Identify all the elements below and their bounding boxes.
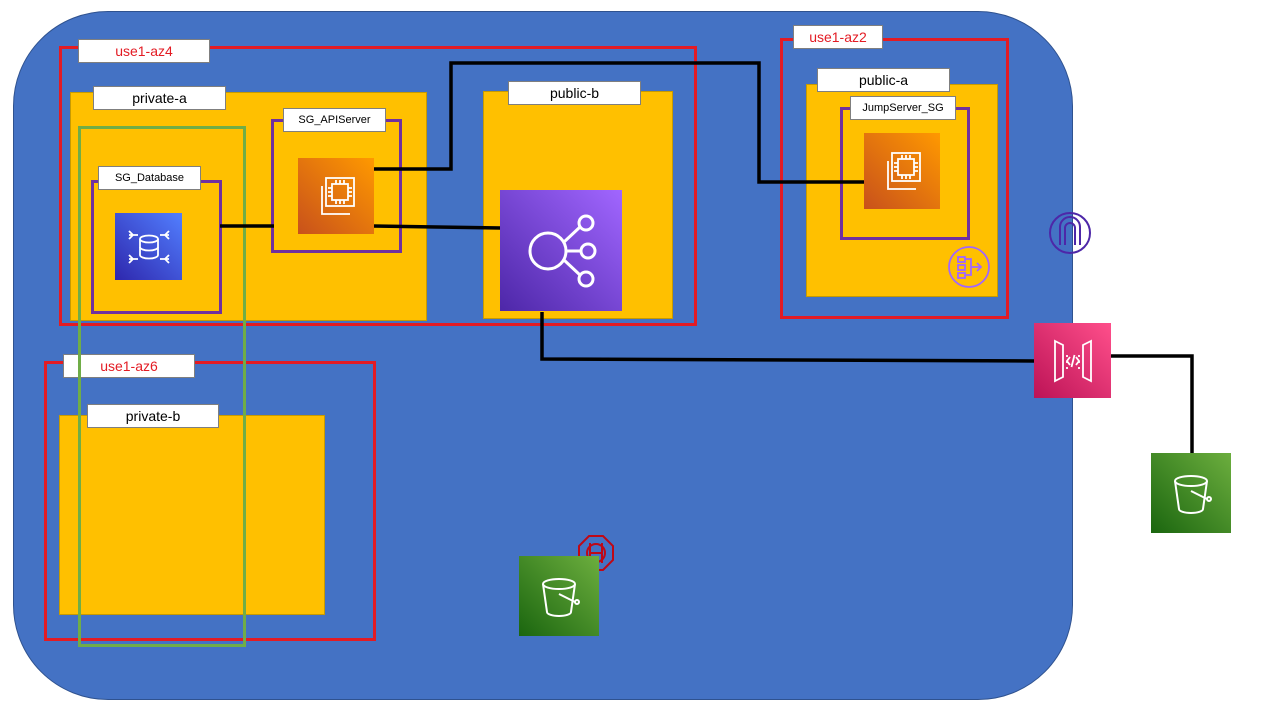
s3-bucket-icon xyxy=(519,556,599,636)
az-use1-az2 xyxy=(780,38,1009,319)
sg-label-jump-server: JumpServer_SG xyxy=(850,96,956,120)
az-label-az2: use1-az2 xyxy=(793,25,883,49)
load-balancer-icon xyxy=(500,190,622,311)
rds-database-icon xyxy=(115,213,182,280)
ec2-instance-icon xyxy=(298,158,374,234)
ec2-instance-icon xyxy=(864,133,940,209)
subnet-private-b xyxy=(59,415,325,615)
sg-label-database: SG_Database xyxy=(98,166,201,190)
wire-elb-to-apigw xyxy=(540,312,1037,363)
wire-api-to-elb xyxy=(371,224,502,230)
az-use1-az6 xyxy=(44,361,376,641)
wire-api-to-jump xyxy=(372,61,864,184)
subnet-label-public-b: public-b xyxy=(508,81,641,105)
api-gateway-icon xyxy=(1034,323,1111,398)
internet-gateway-icon xyxy=(1047,211,1093,255)
wire-apigw-to-s3 xyxy=(1110,354,1194,454)
sg-label-api-server: SG_APIServer xyxy=(283,108,386,132)
nat-gateway-icon xyxy=(947,245,991,289)
subnet-label-private-b: private-b xyxy=(87,404,219,428)
az-label-az6: use1-az6 xyxy=(63,354,195,378)
db-subnet-group xyxy=(78,126,246,647)
az-use1-az4 xyxy=(59,46,697,326)
subnet-label-private-a: private-a xyxy=(93,86,226,110)
subnet-label-public-a: public-a xyxy=(817,68,950,92)
az-label-az4: use1-az4 xyxy=(78,39,210,63)
s3-bucket-icon xyxy=(1151,453,1231,533)
